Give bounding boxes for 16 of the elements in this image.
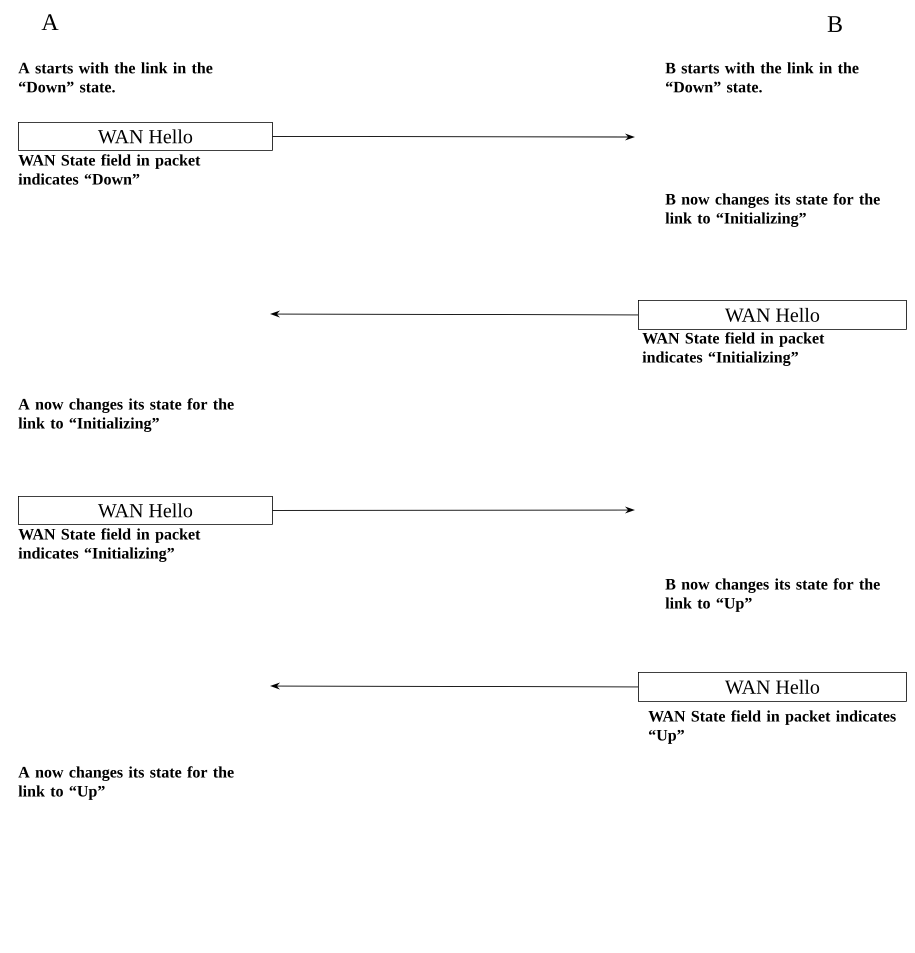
box-caption: WAN State field in packet indicates “Initializing” — [642, 332, 824, 366]
column-heading: A — [42, 14, 58, 30]
message-box: WAN Hello — [638, 300, 907, 330]
state-note: B now changes its state for the link to “Up” — [665, 578, 880, 612]
state-note: A now changes its state for the link to “Initializing” — [18, 398, 234, 432]
state-note: B now changes its state for the link to “Initializing” — [665, 193, 880, 227]
message-box: WAN Hello — [18, 496, 273, 525]
state-note: A now changes its state for the link to “Up” — [18, 766, 234, 800]
message-box: WAN Hello — [18, 122, 273, 151]
box-caption: WAN State field in packet indicates “Down” — [18, 154, 200, 185]
message-box: WAN Hello — [638, 672, 907, 702]
column-heading: B — [828, 16, 842, 32]
box-caption: WAN State field in packet indicates “Up” — [648, 710, 896, 744]
state-note: A starts with the link in the “Down” state. — [18, 62, 212, 93]
box-caption: WAN State field in packet indicates “Initializing” — [18, 528, 200, 562]
state-note: B starts with the link in the “Down” state. — [665, 62, 859, 93]
